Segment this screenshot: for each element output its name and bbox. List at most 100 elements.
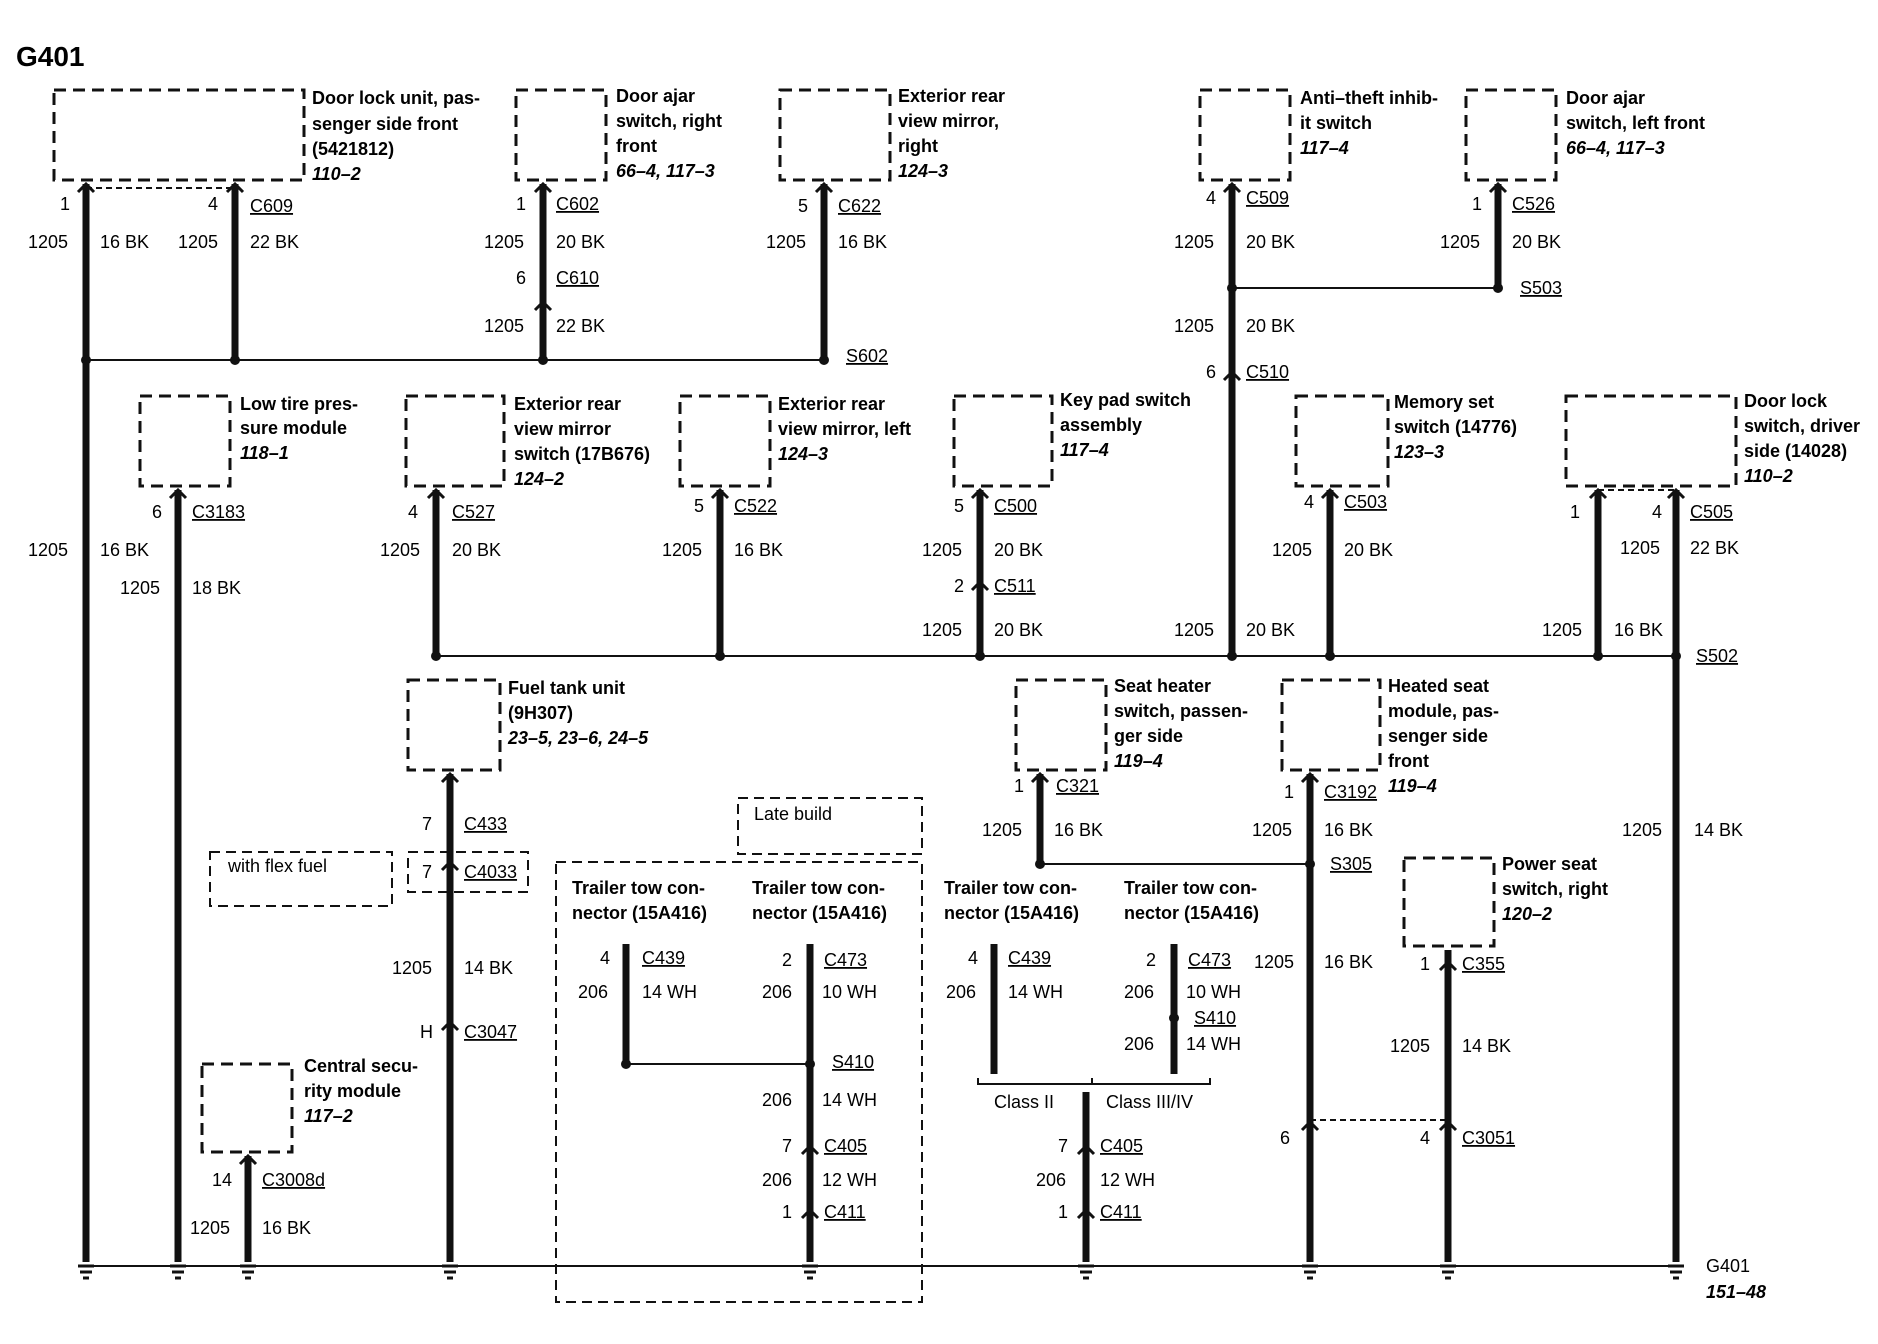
svg-text:12 WH: 12 WH <box>1100 1170 1155 1190</box>
svg-text:side (14028): side (14028) <box>1744 441 1847 461</box>
svg-text:10 WH: 10 WH <box>822 982 877 1002</box>
svg-text:1: 1 <box>1472 194 1482 214</box>
late-build-box <box>737 797 923 855</box>
svg-text:206: 206 <box>946 982 976 1002</box>
svg-text:1205: 1205 <box>1174 232 1214 252</box>
ground-label: G401 <box>1706 1256 1750 1276</box>
door-lock-pass-box <box>52 88 306 182</box>
svg-text:C3051: C3051 <box>1462 1128 1515 1148</box>
svg-text:view mirror: view mirror <box>514 419 611 439</box>
svg-text:20 BK: 20 BK <box>556 232 605 252</box>
fuel-tank-box <box>406 678 502 772</box>
svg-text:Exterior rear: Exterior rear <box>898 86 1005 106</box>
svg-text:C3008d: C3008d <box>262 1170 325 1190</box>
svg-text:1205: 1205 <box>1390 1036 1430 1056</box>
memory-set-label: Memory set switch (14776) 123–3 <box>1394 392 1517 462</box>
svg-text:right: right <box>898 136 938 156</box>
low-tire-box <box>138 394 232 488</box>
mirror-right-label: Exterior rear view mirror, right 124–3 <box>898 86 1005 181</box>
ground-symbols <box>78 1264 1684 1280</box>
svg-text:110–2: 110–2 <box>1744 466 1793 486</box>
central-security-label: Central secu- rity module 117–2 <box>304 1056 418 1126</box>
svg-text:124–3: 124–3 <box>898 161 948 181</box>
svg-text:1: 1 <box>516 194 526 214</box>
svg-text:1205: 1205 <box>1174 316 1214 336</box>
svg-text:14 WH: 14 WH <box>822 1090 877 1110</box>
svg-text:117–2: 117–2 <box>304 1106 353 1126</box>
trailer-4-label: Trailer tow con- nector (15A416) <box>1124 878 1259 923</box>
svg-text:Anti–theft inhib-: Anti–theft inhib- <box>1300 88 1438 108</box>
memory-set-box <box>1294 394 1390 488</box>
svg-text:206: 206 <box>762 982 792 1002</box>
svg-text:1205: 1205 <box>982 820 1022 840</box>
svg-text:C526: C526 <box>1512 194 1555 214</box>
svg-text:C473: C473 <box>824 950 867 970</box>
splice-s503: S503 <box>1520 278 1562 298</box>
ground-ref: 151–48 <box>1706 1282 1766 1302</box>
svg-text:4: 4 <box>1304 492 1314 512</box>
svg-text:Fuel tank unit: Fuel tank unit <box>508 678 625 698</box>
svg-text:1205: 1205 <box>922 620 962 640</box>
svg-text:C405: C405 <box>824 1136 867 1156</box>
svg-text:front: front <box>1388 751 1429 771</box>
flex-fuel-box <box>209 851 393 907</box>
svg-text:C321: C321 <box>1056 776 1099 796</box>
svg-text:20 BK: 20 BK <box>994 620 1043 640</box>
mirror-left-box <box>678 394 772 488</box>
svg-text:C439: C439 <box>1008 948 1051 968</box>
door-ajar-right-box <box>514 88 608 182</box>
svg-text:Trailer tow con-: Trailer tow con- <box>1124 878 1257 898</box>
flex-fuel-note: with flex fuel <box>227 856 327 876</box>
class-ii-note: Class II <box>994 1092 1054 1112</box>
svg-text:assembly: assembly <box>1060 415 1142 435</box>
svg-text:Power seat: Power seat <box>1502 854 1597 874</box>
svg-text:206: 206 <box>1036 1170 1066 1190</box>
svg-text:7: 7 <box>782 1136 792 1156</box>
svg-text:C510: C510 <box>1246 362 1289 382</box>
svg-text:C505: C505 <box>1690 502 1733 522</box>
svg-text:16 BK: 16 BK <box>734 540 783 560</box>
svg-text:118–1: 118–1 <box>240 443 289 463</box>
svg-text:22 BK: 22 BK <box>1690 538 1739 558</box>
heated-seat-box <box>1280 678 1382 772</box>
trailer-3-label: Trailer tow con- nector (15A416) <box>944 878 1079 923</box>
svg-text:switch, passen-: switch, passen- <box>1114 701 1248 721</box>
svg-text:20 BK: 20 BK <box>1246 316 1295 336</box>
svg-text:C522: C522 <box>734 496 777 516</box>
svg-text:switch, right: switch, right <box>616 111 722 131</box>
svg-text:Door ajar: Door ajar <box>616 86 695 106</box>
svg-text:1205: 1205 <box>1272 540 1312 560</box>
svg-text:16 BK: 16 BK <box>262 1218 311 1238</box>
svg-text:20 BK: 20 BK <box>1246 232 1295 252</box>
svg-text:Seat heater: Seat heater <box>1114 676 1211 696</box>
svg-text:14: 14 <box>212 1170 232 1190</box>
svg-text:Door ajar: Door ajar <box>1566 88 1645 108</box>
anti-theft-box <box>1198 88 1292 182</box>
svg-text:senger side front: senger side front <box>312 114 458 134</box>
svg-text:2: 2 <box>954 576 964 596</box>
svg-text:C622: C622 <box>838 196 881 216</box>
wires <box>82 184 1680 1262</box>
svg-text:6: 6 <box>1280 1128 1290 1148</box>
svg-text:7: 7 <box>1058 1136 1068 1156</box>
svg-text:1205: 1205 <box>28 540 68 560</box>
svg-text:ger side: ger side <box>1114 726 1183 746</box>
central-security-box <box>200 1062 294 1154</box>
splice-s502: S502 <box>1696 646 1738 666</box>
svg-text:C609: C609 <box>250 196 293 216</box>
svg-text:C509: C509 <box>1246 188 1289 208</box>
svg-text:Door lock unit, pas-: Door lock unit, pas- <box>312 88 480 108</box>
door-ajar-left-box <box>1464 88 1558 182</box>
seat-heater-label: Seat heater switch, passen- ger side 119… <box>1114 676 1248 771</box>
svg-text:14 BK: 14 BK <box>1694 820 1743 840</box>
power-seat-box <box>1402 856 1496 948</box>
svg-text:1: 1 <box>1014 776 1024 796</box>
svg-text:119–4: 119–4 <box>1114 751 1163 771</box>
svg-text:16 BK: 16 BK <box>1324 952 1373 972</box>
svg-text:Door lock: Door lock <box>1744 391 1828 411</box>
svg-text:switch (14776): switch (14776) <box>1394 417 1517 437</box>
svg-text:16 BK: 16 BK <box>838 232 887 252</box>
class-iii-iv-note: Class III/IV <box>1106 1092 1193 1112</box>
svg-text:16 BK: 16 BK <box>1614 620 1663 640</box>
svg-text:1205: 1205 <box>28 232 68 252</box>
